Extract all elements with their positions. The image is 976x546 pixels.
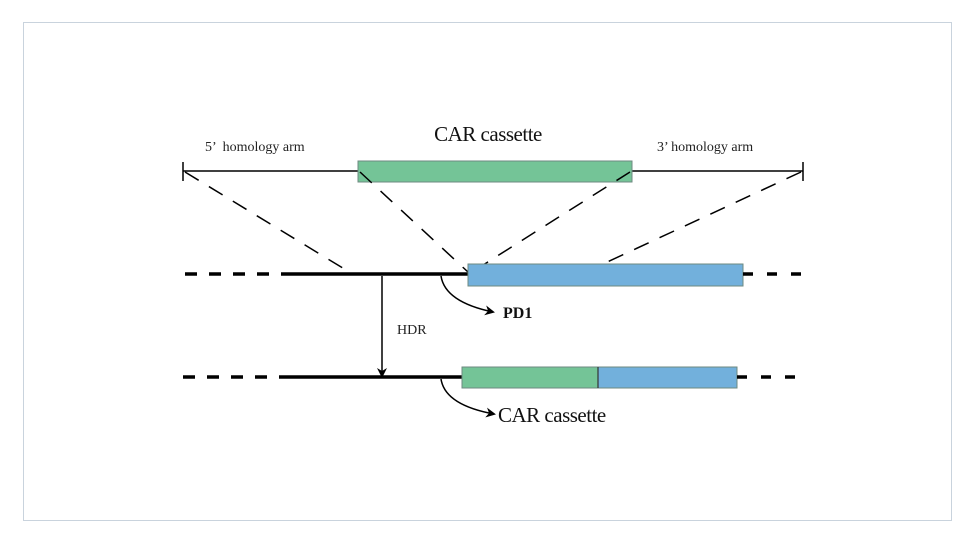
edited-locus	[183, 366, 805, 418]
projection-line-right-inner	[471, 171, 631, 273]
pd1-pointer-arrow	[440, 275, 495, 316]
car-cassette-pointer-arrow	[440, 378, 496, 418]
edited-car-cassette-box	[461, 366, 599, 389]
insert-car-cassette-label: CAR cassette	[498, 403, 606, 427]
projection-line-left-outer	[184, 171, 347, 271]
projection-line-left-inner	[359, 171, 469, 273]
hdr-label: HDR	[397, 323, 427, 338]
edited-pd1-box	[597, 366, 738, 389]
donor-car-cassette-box	[357, 160, 633, 183]
donor-car-cassette-label: CAR cassette	[434, 122, 542, 146]
three-prime-arm-label: 3’ homology arm	[657, 140, 753, 155]
pd1-label: PD1	[503, 305, 532, 322]
projection-lines	[184, 171, 802, 273]
genomic-locus	[185, 263, 805, 316]
donor-template	[182, 160, 804, 183]
five-prime-arm-label: 5’ homology arm	[205, 140, 305, 155]
pd1-gene-box	[467, 263, 744, 287]
projection-line-right-outer	[602, 171, 802, 265]
